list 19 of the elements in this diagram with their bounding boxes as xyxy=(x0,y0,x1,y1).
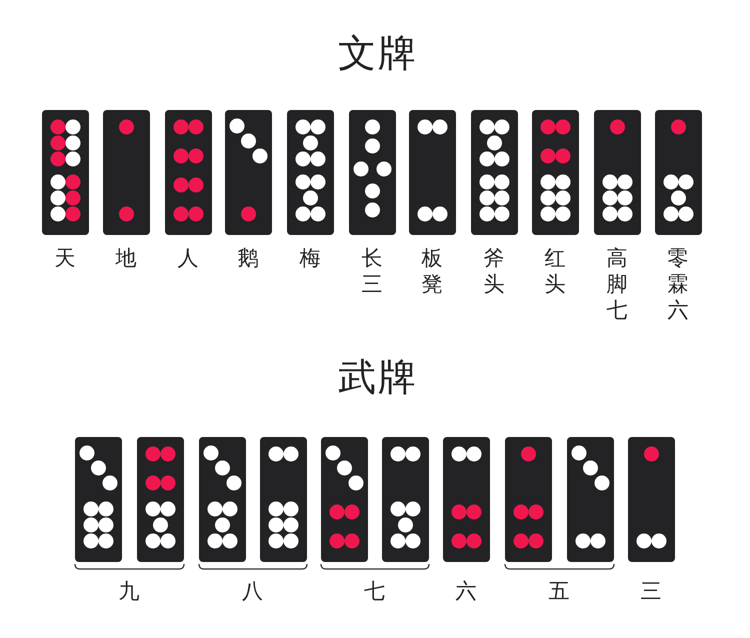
tile-name: 鹅 xyxy=(236,245,260,271)
tile-name: 人 xyxy=(176,245,200,271)
rank-label: 三 xyxy=(640,578,662,604)
tile-name: 梅 xyxy=(298,245,322,271)
rank-label: 九 xyxy=(118,578,140,604)
tile-name: 零霖六 xyxy=(666,245,690,323)
tile-name: 红头 xyxy=(544,245,566,297)
tile-name: 斧头 xyxy=(482,245,506,297)
rank-label: 五 xyxy=(548,578,570,604)
tile-name: 天 xyxy=(54,245,76,271)
tile-name: 板凳 xyxy=(420,245,444,297)
rank-label: 六 xyxy=(454,578,478,604)
tile-name: 长三 xyxy=(360,245,384,297)
section-heading: 武牌 xyxy=(337,354,419,401)
tile-name: 地 xyxy=(114,245,138,271)
section-heading: 文牌 xyxy=(337,30,419,77)
tile-name: 高脚七 xyxy=(606,245,628,323)
rank-label: 八 xyxy=(241,578,264,604)
rank-label: 七 xyxy=(363,578,386,604)
